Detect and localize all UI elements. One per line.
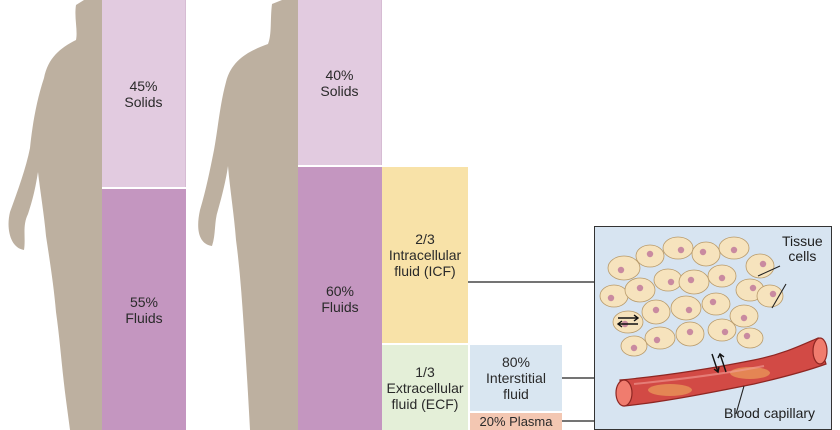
ecf-fraction: 1/3 — [415, 363, 435, 380]
female-fluids-bar: 55% Fluids — [102, 187, 186, 430]
icf-fraction: 2/3 — [415, 231, 435, 247]
tissue-cell — [707, 318, 737, 342]
female-solids-label: Solids — [124, 93, 163, 110]
tissue-cell — [678, 269, 710, 295]
cell-nucleus — [721, 328, 729, 336]
plasma-label: 20% Plasma — [479, 414, 553, 429]
cell-nucleus — [607, 294, 615, 302]
cell-nucleus — [653, 336, 661, 344]
interstitial-percent: 80% — [501, 354, 531, 370]
female-silhouette — [8, 0, 103, 430]
male-fluids-percent: 60% — [325, 282, 355, 299]
cell-nucleus — [769, 290, 777, 298]
tissue-cell — [612, 310, 644, 334]
cell-nucleus — [699, 248, 707, 256]
interstitial-box: 80% Interstitial fluid — [470, 345, 562, 411]
cell-nucleus — [667, 278, 675, 286]
cell-nucleus — [759, 260, 767, 268]
cell-nucleus — [743, 332, 751, 340]
cell-nucleus — [686, 328, 694, 336]
tissue-cell — [691, 241, 721, 267]
male-solids-bar: 40% Solids — [298, 0, 382, 165]
male-fluids-bar: 60% Fluids — [298, 165, 382, 430]
tissue-inset — [594, 226, 832, 430]
blood-capillary — [615, 337, 828, 407]
cell-nucleus — [709, 298, 717, 306]
tissue-cells — [599, 236, 784, 357]
tissue-cells-label-line2: cells — [788, 248, 817, 264]
cell-nucleus — [636, 284, 644, 292]
male-silhouette — [198, 0, 298, 430]
body-silhouettes — [8, 0, 298, 430]
tissue-cell — [662, 236, 694, 260]
tissue-cell — [644, 326, 676, 350]
cell-nucleus — [730, 246, 738, 254]
cell-nucleus — [685, 306, 693, 314]
cell-nucleus — [617, 266, 625, 274]
cell-nucleus — [718, 274, 726, 282]
exchange-arrows — [616, 314, 727, 374]
female-fluids-percent: 55% — [129, 293, 159, 310]
icf-line1: Intracellular — [388, 247, 462, 263]
tissue-cell — [607, 255, 641, 281]
tissue-cell — [653, 268, 683, 292]
male-solids-label: Solids — [320, 82, 359, 99]
female-fluids-label: Fluids — [125, 309, 163, 326]
cell-nucleus — [687, 276, 695, 284]
blood-capillary-label: Blood capillary — [724, 405, 816, 421]
cell-nucleus — [646, 250, 654, 258]
ecf-box: 1/3 Extracellular fluid (ECF) — [382, 345, 468, 430]
interstitial-line1: Interstitial — [486, 370, 546, 386]
cell-nucleus — [630, 344, 638, 352]
label-pointers — [735, 265, 787, 415]
tissue-cell — [701, 292, 731, 316]
tissue-cell — [670, 295, 702, 321]
female-solids-percent: 45% — [129, 77, 158, 94]
ecf-line1: Extracellular — [386, 379, 464, 396]
tissue-cells-label: Tissue cells — [782, 234, 823, 264]
cell-nucleus — [652, 306, 660, 314]
female-solids-bar: 45% Solids — [102, 0, 186, 187]
male-fluids-label: Fluids — [321, 298, 359, 315]
icf-box: 2/3 Intracellular fluid (ICF) — [382, 167, 468, 343]
tissue-cell — [745, 253, 775, 279]
tissue-cell — [599, 284, 629, 308]
male-solids-percent: 40% — [325, 66, 354, 83]
cell-nucleus — [749, 284, 757, 292]
cell-nucleus — [740, 314, 748, 322]
icf-line2: fluid (ICF) — [394, 263, 456, 279]
tissue-cell — [756, 284, 784, 308]
plasma-box: 20% Plasma — [470, 413, 562, 430]
cell-nucleus — [677, 246, 685, 254]
tissue-cell — [736, 327, 764, 349]
ecf-line2: fluid (ECF) — [391, 395, 459, 412]
interstitial-line2: fluid — [503, 386, 529, 402]
tissue-cells-label-line1: Tissue — [782, 233, 823, 249]
